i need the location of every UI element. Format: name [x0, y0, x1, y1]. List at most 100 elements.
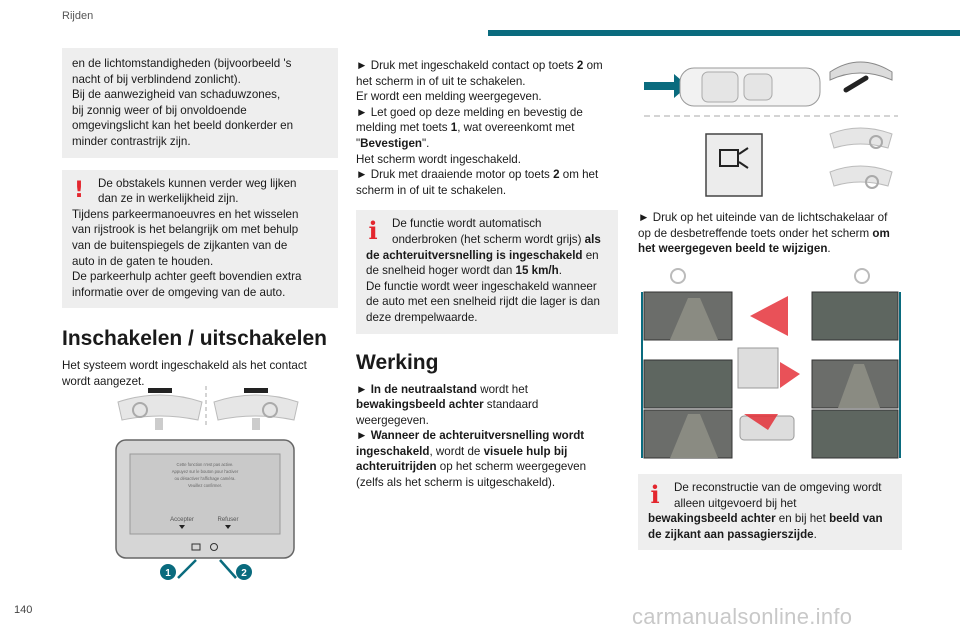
display-screen-illustration: Cette fonction n'est pas active. Appuyez… — [115, 386, 299, 580]
text-line: de auto met een snelheid rijdt die lager… — [366, 295, 600, 309]
mirror-view — [829, 165, 893, 187]
text-line: het weergegeven beeld te wijzigen. — [638, 242, 831, 256]
text-line: Het systeem wordt ingeschakeld als het c… — [62, 359, 307, 373]
view-left-group — [641, 268, 733, 459]
vehicle-icon — [737, 347, 779, 389]
text-line: bewakingsbeeld achter en bij het beeld v… — [648, 512, 883, 526]
callout-2-label: 2 — [241, 568, 247, 579]
column-1: en de lichtomstandigheden (bijvoorbeeld … — [62, 48, 338, 390]
screen-message-line: Appuyez sur le bouton pour l'activer — [172, 469, 239, 474]
section-heading: Werking — [356, 350, 439, 374]
info-box: i De reconstructie van de omgeving wordt… — [638, 474, 902, 551]
camera-view-side — [811, 291, 899, 341]
text-line: minder contrastrijk zijn. — [72, 134, 191, 148]
text-line: ► Druk met ingeschakeld contact op toets… — [356, 59, 603, 72]
header-section-title: Rijden — [62, 10, 94, 22]
camera-view-side — [811, 409, 899, 459]
text-line: informatie over de omgeving van de auto. — [72, 285, 286, 299]
road — [670, 298, 718, 340]
accept-label: Accepter — [170, 517, 194, 523]
column-2: ► Druk met ingeschakeld contact op toets… — [356, 58, 618, 491]
text-line: nacht of bij verblindend zonlicht). — [72, 72, 241, 86]
text-line: (zelfs als het scherm is uitgeschakeld). — [356, 476, 556, 490]
text-line: deze drempelwaarde. — [366, 310, 478, 324]
text-line: achteruitrijden op het scherm weergegeve… — [356, 460, 587, 474]
text-line: Er wordt een melding weergegeven. — [356, 90, 542, 104]
power-icon[interactable] — [210, 543, 218, 551]
screen-message-line: ou désactiver l'affichage caméra. — [174, 476, 235, 481]
screen-message-line: Cette fonction n'est pas active. — [177, 462, 234, 467]
text-line: alleen uitgevoerd bij het — [674, 496, 797, 510]
text-line: De functie wordt automatisch — [392, 217, 542, 231]
stalk-segment — [701, 71, 739, 103]
screen-display — [129, 453, 281, 535]
callout-2 — [236, 564, 252, 580]
arrow-icon — [177, 559, 197, 579]
steering-wheel-icon — [865, 175, 879, 189]
camera-zone — [750, 296, 788, 336]
text-line: ► Druk met draaiende motor op toets 2 om… — [356, 168, 599, 182]
text-line: de achteruitversnelling is ingeschakeld … — [366, 248, 599, 262]
stalk-lever — [843, 75, 869, 93]
steering-wheel-icon — [854, 268, 870, 284]
text-line: ► Druk op het uiteinde van de lichtschak… — [638, 211, 888, 224]
text-line: wordt aangezet. — [62, 374, 145, 388]
view-right-group — [811, 268, 901, 459]
view-center-group — [737, 296, 800, 441]
mirror-view — [829, 127, 893, 149]
text-line: dan ze in werkelijkheid zijn. — [98, 192, 239, 206]
text-line: scherm in of uit te schakelen. — [356, 183, 507, 197]
text-line: ► Let goed op deze melding en bevestig d… — [356, 105, 583, 119]
text-line: onderbroken (het scherm wordt grijs) als — [392, 232, 601, 246]
section-heading: Inschakelen / uitschakelen — [62, 327, 327, 351]
text-line: De obstakels kunnen verder weg lijken — [98, 176, 297, 190]
text-line: van rijstrook is het belangrijk om met b… — [72, 223, 299, 237]
text-line: Het scherm wordt ingeschakeld. — [356, 152, 521, 166]
refuse-label: Refuser — [217, 517, 238, 523]
text-line: omgevingslicht kan het beeld donkerder e… — [72, 119, 294, 133]
text-line: "Bevestigen". — [356, 136, 430, 150]
text-line: de zijkant aan passagierszijde. — [648, 527, 817, 541]
callout-1 — [160, 564, 176, 580]
text-line: het scherm in of uit te schakelen. — [356, 74, 526, 88]
text-line: weergegeven. — [356, 413, 429, 427]
info-box: i De functie wordt automatisch onderbrok… — [356, 210, 618, 334]
steering-wheel-icon — [670, 268, 686, 284]
camera-view-side — [643, 359, 733, 409]
callout-1-label: 1 — [165, 568, 171, 579]
steering-wheel-icon — [869, 135, 883, 149]
info-icon: i — [650, 480, 660, 509]
text-line: ► In de neutraalstand wordt het — [356, 382, 528, 396]
camera-icon[interactable] — [191, 543, 201, 551]
text-line: bij zonnig weer of bij onvoldoende — [72, 103, 247, 117]
mirror-view-left — [117, 388, 203, 430]
text-line: de snelheid hoger wordt dan 15 km/h. — [366, 264, 562, 278]
text-line: ingeschakeld, wordt de visuele hulp bij — [356, 444, 568, 458]
road — [670, 414, 718, 458]
page-number: 140 — [14, 604, 33, 616]
arrow-icon — [644, 74, 688, 98]
continuation-box: en de lichtomstandigheden (bijvoorbeeld … — [62, 48, 338, 158]
text-line: De reconstructie van de omgeving wordt — [674, 481, 882, 494]
text-line: Tijdens parkeermanoeuvres en het wissele… — [72, 207, 299, 221]
camera-zone — [744, 414, 778, 430]
column-3: ► Druk op het uiteinde van de lichtschak… — [638, 210, 906, 257]
text-line: auto in de gaten te houden. — [72, 254, 214, 268]
text-line: bewakingsbeeld achter standaard — [356, 398, 539, 412]
text-line: en de lichtomstandigheden (bijvoorbeeld … — [72, 57, 292, 70]
light-switch-illustration — [644, 61, 898, 197]
camera-icon-lines — [738, 147, 749, 169]
road — [838, 364, 880, 408]
warning-icon: ! — [73, 177, 85, 203]
screen-message-line: Veuillez confirmer. — [188, 483, 222, 488]
refuse-pointer — [225, 525, 231, 529]
text-line: melding met toets 1, wat overeenkomt met — [356, 121, 575, 135]
header-accent-bar — [488, 30, 960, 36]
mirror-view-right — [213, 388, 299, 430]
text-line: Bij de aanwezigheid van schaduwzones, — [72, 88, 281, 102]
column-3-info: i De reconstructie van de omgeving wordt… — [638, 474, 902, 551]
steering-wheel-icon — [829, 61, 893, 81]
text-line: ► Wanneer de achteruitversnelling wordt — [356, 429, 585, 443]
stalk-segment — [743, 73, 773, 101]
warning-box: ! De obstakels kunnen verder weg lijken … — [62, 169, 338, 309]
